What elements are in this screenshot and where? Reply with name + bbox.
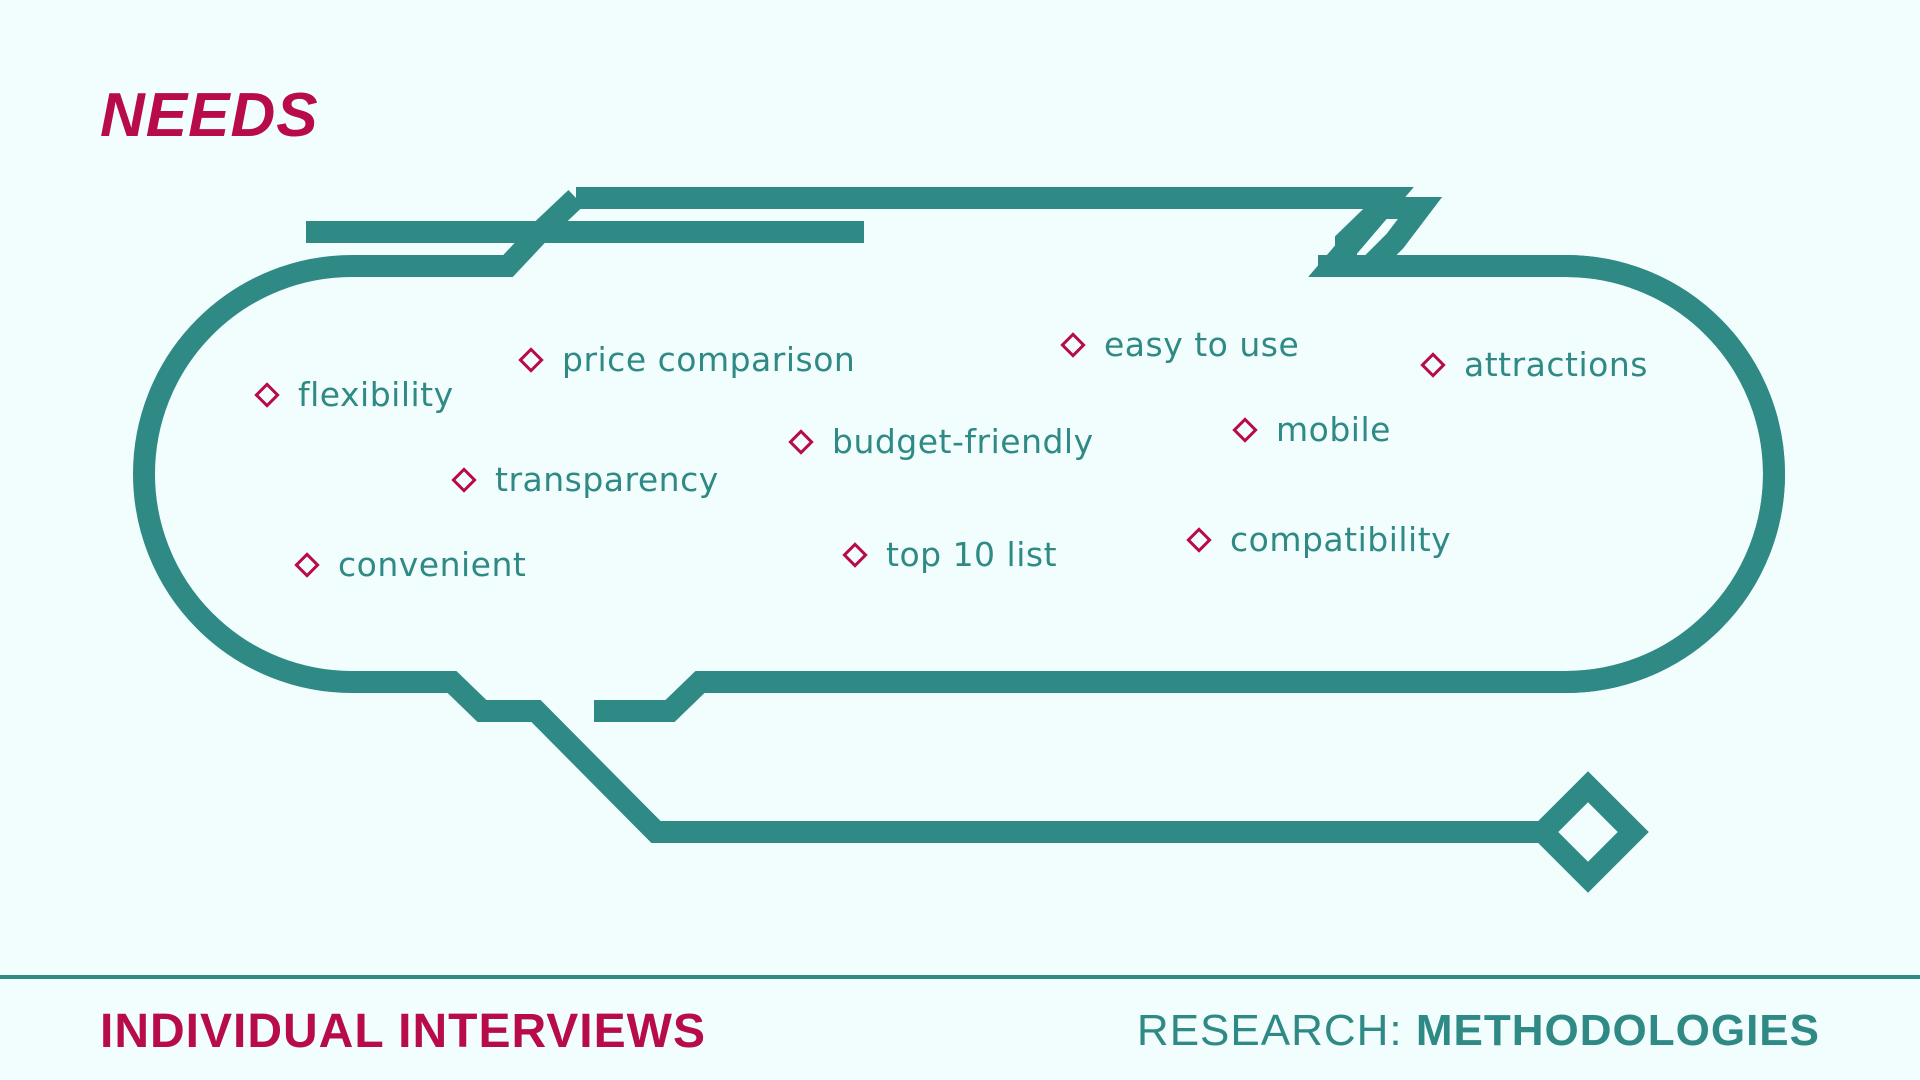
need-item: transparency bbox=[451, 460, 719, 499]
need-label: convenient bbox=[338, 545, 527, 584]
need-item: easy to use bbox=[1060, 325, 1300, 364]
diamond-bullet-icon bbox=[1186, 526, 1212, 553]
diamond-bullet-icon bbox=[254, 381, 280, 408]
frame-left-side bbox=[133, 190, 1548, 843]
need-label: mobile bbox=[1276, 410, 1391, 449]
diamond-bullet-icon bbox=[1232, 416, 1258, 443]
diamond-bullet-icon bbox=[1060, 331, 1086, 358]
footer-section-title: INDIVIDUAL INTERVIEWS bbox=[100, 1005, 706, 1058]
need-item: compatibility bbox=[1186, 520, 1452, 559]
need-label: easy to use bbox=[1104, 325, 1300, 364]
need-label: budget-friendly bbox=[832, 422, 1094, 461]
need-item: top 10 list bbox=[842, 535, 1058, 574]
page-title: NEEDS bbox=[100, 81, 319, 150]
footer-breadcrumb-current: METHODOLOGIES bbox=[1415, 1006, 1820, 1055]
footer-breadcrumb-prefix: RESEARCH: bbox=[1136, 1006, 1416, 1055]
need-item: convenient bbox=[294, 545, 527, 584]
footer-divider bbox=[0, 975, 1920, 979]
diamond-bullet-icon bbox=[294, 551, 320, 578]
need-label: transparency bbox=[495, 460, 719, 499]
need-item: price comparison bbox=[518, 340, 856, 379]
need-item: mobile bbox=[1232, 410, 1391, 449]
frame-main-outline bbox=[594, 197, 1785, 722]
diamond-bullet-icon bbox=[1420, 351, 1446, 378]
need-label: attractions bbox=[1464, 345, 1648, 384]
diamond-bullet-icon bbox=[788, 428, 814, 455]
diamond-bullet-icon bbox=[451, 466, 477, 493]
frame-top-bend bbox=[576, 187, 1785, 722]
diamond-bullet-icon bbox=[842, 541, 868, 568]
diamond-end-icon bbox=[1527, 771, 1649, 893]
need-label: top 10 list bbox=[886, 535, 1058, 574]
need-item: attractions bbox=[1420, 345, 1648, 384]
need-item: flexibility bbox=[254, 375, 454, 414]
need-label: price comparison bbox=[562, 340, 856, 379]
diamond-bullet-icon bbox=[518, 346, 544, 373]
footer-breadcrumb: RESEARCH: METHODOLOGIES bbox=[1137, 1006, 1820, 1056]
need-item: budget-friendly bbox=[788, 422, 1094, 461]
need-label: flexibility bbox=[298, 375, 454, 414]
need-label: compatibility bbox=[1230, 520, 1452, 559]
